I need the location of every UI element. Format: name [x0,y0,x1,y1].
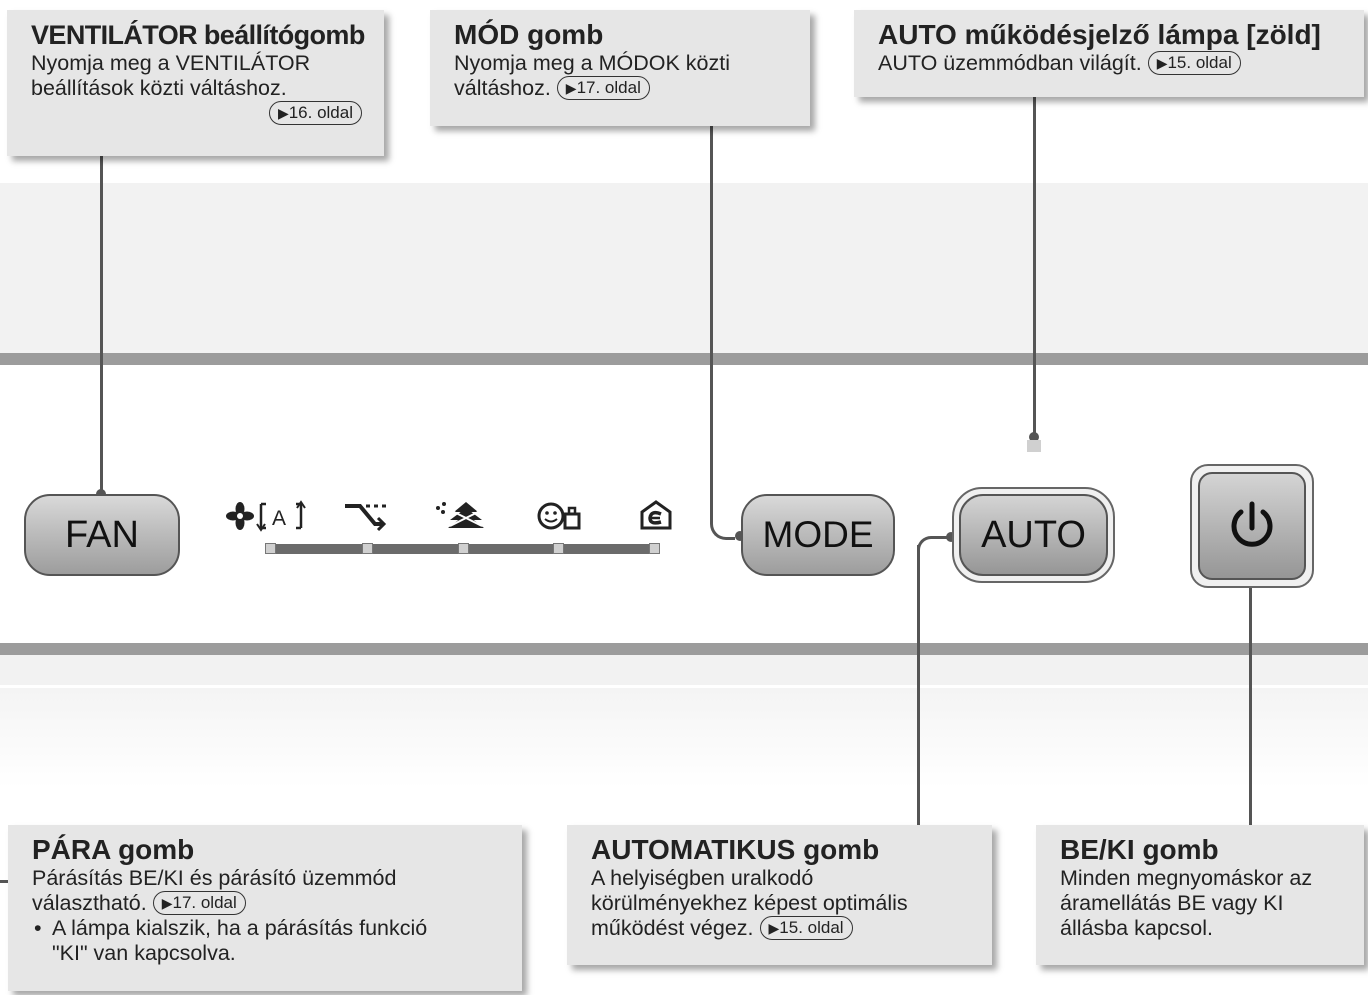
mode-leader-vertical [710,126,713,514]
auto-lamp-led [1027,440,1041,452]
fan-callout-line1: Nyomja meg a VENTILÁTOR [31,51,311,75]
comfort-icon [535,500,585,532]
mode-callout-title: MÓD gomb [454,19,604,50]
automatikus-callout-line1: A helyiségben uralkodó [591,866,814,890]
onoff-leader-line [1249,567,1252,825]
mode-led [649,543,660,554]
automatikus-callout: AUTOMATIKUS gomb A helyiségben uralkodó … [567,825,992,965]
circulator-icon [340,500,390,532]
mode-callout-line1: Nyomja meg a MÓDOK közti [454,51,730,75]
para-callout-line2: választható. [32,891,147,915]
automatikus-leader-vertical [917,545,920,825]
economy-icon [636,500,676,532]
onoff-callout: BE/KI gomb Minden megnyomáskor az áramel… [1036,825,1364,965]
auto-lamp-callout-title: AUTO működésjelző lámpa [zöld] [878,19,1321,50]
automatikus-callout-title: AUTOMATIKUS gomb [591,834,880,865]
auto-button-face: AUTO [959,494,1108,576]
automatikus-callout-line2: körülményekhez képest optimális [591,891,908,915]
power-button-face [1198,472,1306,580]
pollen-icon [434,500,490,532]
para-page-ref[interactable]: ▶17. oldal [152,891,246,915]
panel-upper-band [0,183,1368,353]
fan-button[interactable]: FAN [24,494,180,576]
mode-leader-curve [710,511,735,540]
auto-lamp-callout: AUTO működésjelző lámpa [zöld] AUTO üzem… [854,10,1364,97]
panel-lower-band [0,655,1368,685]
para-bullet-line1: A lámpa kialszik, ha a párásítás funkció [52,916,428,940]
para-callout-line1: Párásítás BE/KI és párásító üzemmód [32,866,397,890]
para-leader-stub [0,880,10,883]
mode-callout: MÓD gomb Nyomja meg a MÓDOK közti váltás… [430,10,810,126]
automatikus-leader-curve [917,536,956,559]
para-callout: PÁRA gomb Párásítás BE/KI és párásító üz… [8,825,522,991]
mode-led [362,543,373,554]
panel-rail-top [0,353,1368,365]
mode-led [553,543,564,554]
power-button[interactable] [1190,464,1314,588]
fan-leader-line [100,156,103,494]
panel-rail-bottom [0,643,1368,655]
svg-text:A: A [272,507,286,530]
onoff-callout-line1: Minden megnyomáskor az [1060,866,1313,890]
para-callout-bullet: • A lámpa kialszik, ha a párásítás funkc… [34,916,428,965]
auto-button[interactable]: AUTO [952,487,1115,583]
auto-lamp-leader-dot [1029,432,1039,442]
onoff-callout-line2: áramellátás BE vagy KI [1060,891,1284,915]
mode-page-ref[interactable]: ▶17. oldal [556,76,650,100]
automatikus-page-ref[interactable]: ▶15. oldal [759,916,853,940]
auto-button-label: AUTO [981,513,1086,556]
fan-callout: VENTILÁTOR beállítógomb Nyomja meg a VEN… [7,10,384,156]
panel-lower-band-2 [0,688,1368,788]
power-icon [1231,501,1273,547]
fan-callout-title: VENTILÁTOR beállítógomb [31,20,365,50]
mode-led [458,543,469,554]
auto-lamp-page-ref[interactable]: ▶15. oldal [1147,51,1241,75]
mode-button-label: MODE [762,514,874,555]
mode-callout-line2: váltáshoz. [454,76,551,100]
auto-lamp-callout-line1: AUTO üzemmódban világít. [878,51,1142,75]
automatikus-leader-dot [946,532,956,542]
fan-callout-line2: beállítások közti váltáshoz. [31,76,287,100]
automatikus-callout-line3: működést végez. [591,916,754,940]
onoff-callout-line3: állásba kapcsol. [1060,916,1213,940]
mode-button[interactable]: MODE [741,494,895,576]
mode-leader-dot [735,531,745,541]
para-bullet-line2: "KI" van kapcsolva. [52,941,236,965]
fan-page-ref[interactable]: ▶16. oldal [268,101,362,125]
mode-led [265,543,276,554]
fan-auto-icon: A [226,500,318,532]
auto-lamp-leader-line [1033,97,1036,437]
onoff-callout-title: BE/KI gomb [1060,834,1219,865]
fan-button-label: FAN [65,513,139,556]
para-callout-title: PÁRA gomb [32,834,195,865]
